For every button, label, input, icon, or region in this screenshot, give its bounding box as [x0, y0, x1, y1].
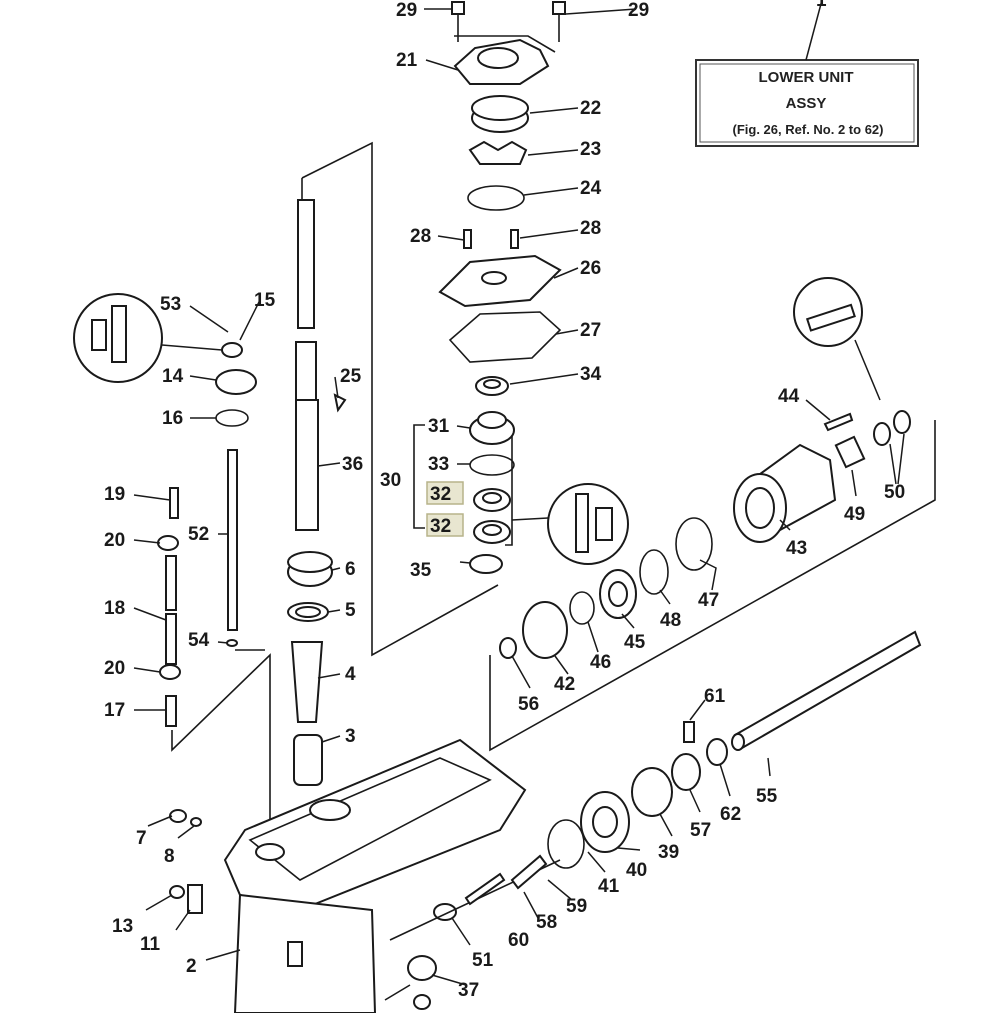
callout-61: 61 [704, 686, 726, 707]
callout-54: 54 [188, 630, 210, 651]
callout-56: 56 [518, 694, 539, 715]
callout-31: 31 [428, 416, 450, 437]
callout-34: 34 [580, 364, 602, 385]
callout-20b: 20 [104, 658, 125, 679]
callout-42: 42 [554, 674, 575, 695]
water-pump-assembly [438, 1, 566, 396]
gear-case-body [169, 738, 561, 1013]
callout-36: 36 [342, 454, 363, 475]
drive-shaft-parts [157, 199, 347, 786]
callout-13: 13 [112, 916, 133, 937]
callout-60: 60 [508, 930, 529, 951]
callout-18: 18 [104, 598, 125, 619]
callout-29a: 29 [396, 0, 417, 21]
propeller-shaft-assembly [464, 410, 922, 906]
callout-51: 51 [472, 950, 494, 971]
detail-magnifier-right-mid [511, 483, 629, 565]
callout-62: 62 [720, 804, 741, 825]
callout-30: 30 [380, 470, 401, 491]
title-line-1: LOWER UNIT [759, 69, 854, 86]
callout-58: 58 [536, 912, 557, 933]
callout-40: 40 [626, 860, 647, 881]
callout-39: 39 [658, 842, 679, 863]
callout-47: 47 [698, 590, 719, 611]
callout-14: 14 [162, 366, 184, 387]
callout-26: 26 [580, 258, 601, 279]
callout-35: 35 [410, 560, 432, 581]
callout-17: 17 [104, 700, 125, 721]
leader-lines [133, 8, 905, 986]
callout-28b: 28 [580, 218, 601, 239]
callout-16: 16 [162, 408, 183, 429]
callout-11: 11 [140, 934, 161, 955]
callout-3: 3 [345, 726, 356, 747]
assembly-boundaries [171, 35, 936, 830]
callout-48: 48 [660, 610, 681, 631]
callout-29b: 29 [628, 0, 649, 21]
callout-28a: 28 [410, 226, 431, 247]
callout-45: 45 [624, 632, 646, 653]
callout-37: 37 [458, 980, 479, 1001]
callout-32b: 32 [430, 516, 451, 537]
callout-labels: 29 29 21 22 23 24 28 28 26 27 34 31 33 3… [104, 0, 905, 1001]
title-box: LOWER UNIT ASSY (Fig. 26, Ref. No. 2 to … [695, 0, 919, 147]
callout-2: 2 [186, 956, 197, 977]
detail-magnifier-right-top [793, 277, 881, 401]
callout-19: 19 [104, 484, 125, 505]
callout-23: 23 [580, 139, 601, 160]
callout-27: 27 [580, 320, 601, 341]
callout-57: 57 [690, 820, 711, 841]
callout-25: 25 [340, 366, 362, 387]
callout-41: 41 [598, 876, 620, 897]
title-line-2: ASSY [786, 95, 827, 112]
detail-magnifier-left [73, 293, 223, 383]
callout-5: 5 [345, 600, 356, 621]
callout-22: 22 [580, 98, 601, 119]
callout-7: 7 [136, 828, 147, 849]
callout-52: 52 [188, 524, 209, 545]
callout-43: 43 [786, 538, 807, 559]
callout-50: 50 [884, 482, 905, 503]
seal-housing-group [413, 411, 515, 574]
callout-59: 59 [566, 896, 587, 917]
callout-4: 4 [345, 664, 356, 685]
callout-32a: 32 [430, 484, 451, 505]
callout-33: 33 [428, 454, 449, 475]
callout-49: 49 [844, 504, 865, 525]
callout-20a: 20 [104, 530, 125, 551]
callout-44: 44 [778, 386, 800, 407]
callout-55: 55 [756, 786, 778, 807]
title-line-3: (Fig. 26, Ref. No. 2 to 62) [733, 122, 884, 137]
callout-1: 1 [816, 0, 827, 11]
callout-46: 46 [590, 652, 611, 673]
callout-53: 53 [160, 294, 181, 315]
callout-6: 6 [345, 559, 356, 580]
callout-21: 21 [396, 50, 418, 71]
callout-24: 24 [580, 178, 602, 199]
callout-8: 8 [164, 846, 175, 867]
callout-15: 15 [254, 290, 276, 311]
